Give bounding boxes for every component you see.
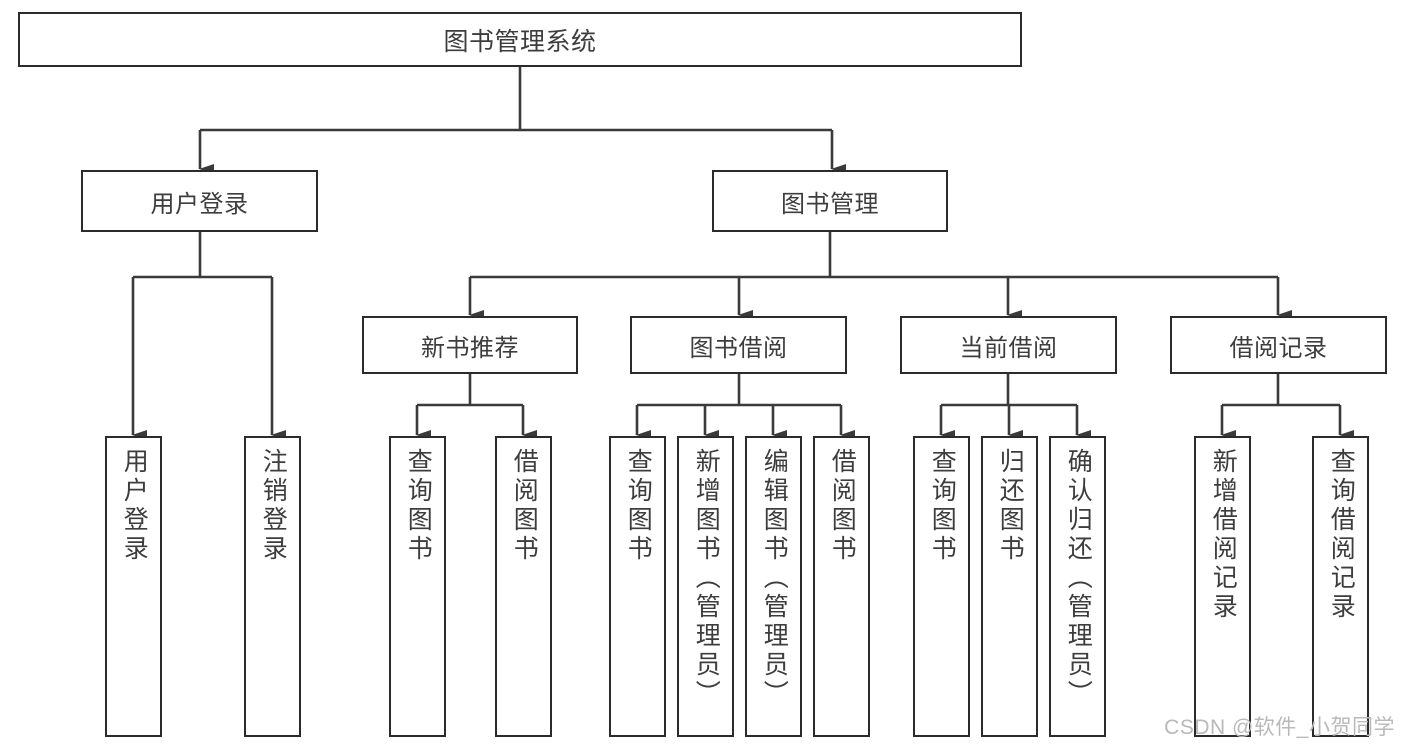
node-root-system[interactable]: 图书管理系统 xyxy=(18,12,1022,67)
node-new-book-recommend[interactable]: 新书推荐 xyxy=(362,316,578,374)
node-label: 用户登录 xyxy=(150,190,249,218)
leaf-current-query-book[interactable]: 查询图书 xyxy=(913,436,970,737)
node-book-management[interactable]: 图书管理 xyxy=(712,170,948,232)
node-label: 查询借阅记录 xyxy=(1327,448,1356,622)
leaf-user-login-login[interactable]: 用户登录 xyxy=(105,436,162,737)
watermark: CSDN @软件_小贺同学 xyxy=(1164,716,1395,739)
leaf-borrow-add-book-admin[interactable]: 新增图书（管理员） xyxy=(677,436,734,737)
leaf-recommend-borrow-book[interactable]: 借阅图书 xyxy=(495,436,552,737)
node-label: 查询图书 xyxy=(624,448,653,564)
node-borrow-record[interactable]: 借阅记录 xyxy=(1170,316,1387,374)
leaf-current-confirm-return-admin[interactable]: 确认归还（管理员） xyxy=(1049,436,1106,737)
node-label: 新增图书（管理员） xyxy=(692,448,721,709)
leaf-borrow-query-book[interactable]: 查询图书 xyxy=(609,436,666,737)
leaf-record-add-record[interactable]: 新增借阅记录 xyxy=(1194,436,1251,737)
node-label: 当前借阅 xyxy=(959,334,1058,362)
node-label: 借阅图书 xyxy=(828,448,857,564)
leaf-current-return-book[interactable]: 归还图书 xyxy=(981,436,1038,737)
node-label: 注销登录 xyxy=(259,448,288,564)
node-label: 新增借阅记录 xyxy=(1209,448,1238,622)
node-label: 查询图书 xyxy=(404,448,433,564)
node-label: 确认归还（管理员） xyxy=(1064,448,1093,709)
node-label: 用户登录 xyxy=(120,448,149,564)
leaf-borrow-borrow-book[interactable]: 借阅图书 xyxy=(813,436,870,737)
node-label: 图书借阅 xyxy=(689,334,788,362)
node-label: 新书推荐 xyxy=(421,334,519,362)
node-label: 借阅图书 xyxy=(510,448,539,564)
leaf-borrow-edit-book-admin[interactable]: 编辑图书（管理员） xyxy=(745,436,802,737)
node-label: 查询图书 xyxy=(928,448,957,564)
leaf-recommend-query-book[interactable]: 查询图书 xyxy=(389,436,446,737)
node-label: 图书管理系统 xyxy=(443,27,597,56)
node-user-login[interactable]: 用户登录 xyxy=(81,170,318,232)
node-book-borrow[interactable]: 图书借阅 xyxy=(630,316,847,374)
node-label: 图书管理 xyxy=(781,190,879,218)
leaf-record-query-record[interactable]: 查询借阅记录 xyxy=(1312,436,1369,737)
leaf-user-login-logout[interactable]: 注销登录 xyxy=(244,436,301,737)
node-current-borrow[interactable]: 当前借阅 xyxy=(900,316,1117,374)
node-label: 编辑图书（管理员） xyxy=(760,448,789,709)
node-label: 借阅记录 xyxy=(1229,334,1328,362)
node-label: 归还图书 xyxy=(996,448,1025,564)
